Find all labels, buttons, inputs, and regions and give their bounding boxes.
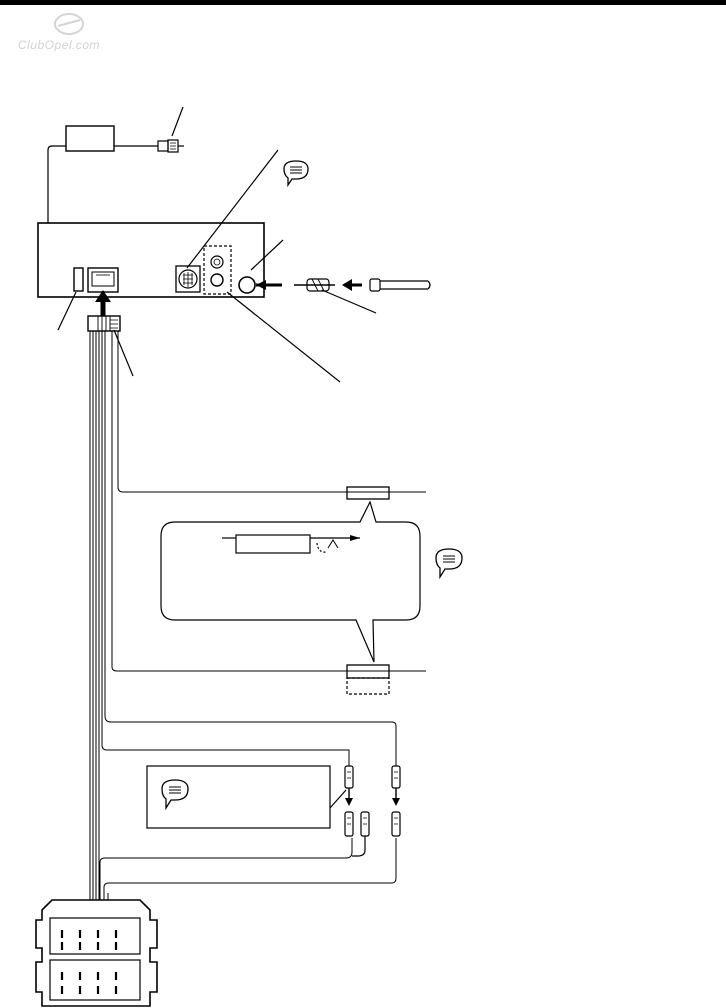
leader-line-slot: [57, 291, 77, 331]
antenna-cable: [256, 278, 431, 292]
leader-line-antenna-plug: [321, 289, 377, 314]
watermark-logo: ClubOpel.com: [14, 8, 124, 56]
wire-connector-lower: [346, 664, 390, 695]
leader-line-rca-jacks: [226, 291, 341, 383]
header-rule: [0, 0, 726, 5]
antenna-jack-icon: [238, 276, 256, 294]
insert-arrow-icon: [95, 290, 111, 316]
watermark-emblem-icon: [54, 13, 84, 35]
note-bubble-icon: [283, 160, 309, 188]
watermark-text: ClubOpel.com: [18, 38, 101, 52]
head-unit-body: [37, 222, 265, 298]
leader-line-plug: [171, 106, 184, 137]
leader-line-din-socket: [186, 149, 279, 269]
leader-line-antenna-jack: [250, 239, 284, 271]
note-bubble-icon: [161, 779, 189, 811]
harness-wire-bundle: [89, 331, 426, 900]
note-bubble-icon: [435, 548, 463, 580]
bullet-connector-left: [344, 765, 370, 857]
iso-connector-icon: [35, 899, 158, 1007]
note-box: [146, 765, 347, 829]
callout-box: [160, 500, 421, 663]
leader-line-harness-plug: [113, 329, 134, 377]
small-plug-connector-icon: [157, 139, 184, 153]
external-unit: [47, 125, 158, 223]
bullet-connector-right: [391, 765, 401, 837]
wire-connector-upper: [346, 486, 390, 500]
harness-plug: [87, 315, 121, 332]
